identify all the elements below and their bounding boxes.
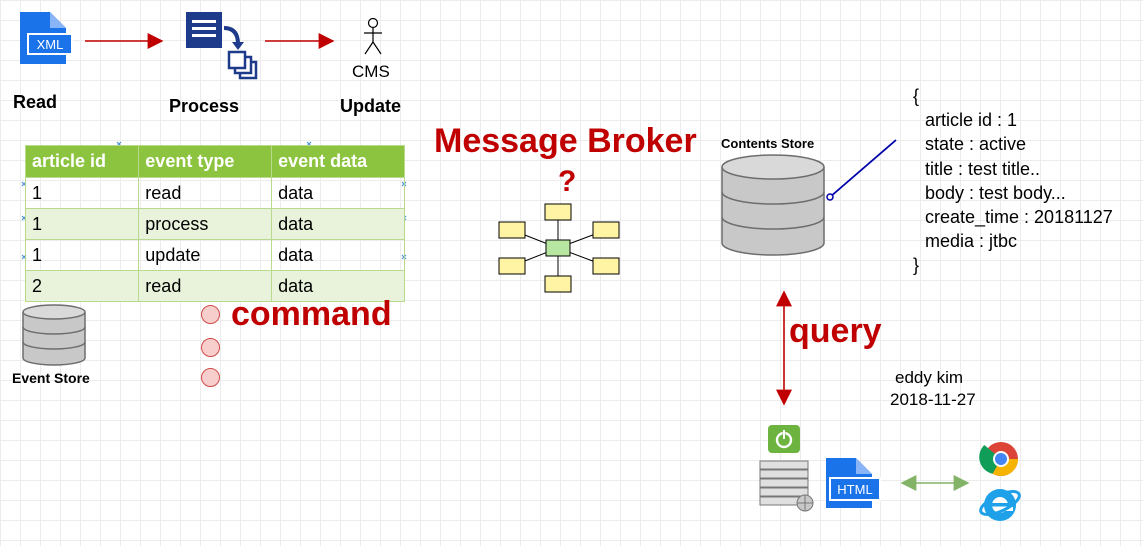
process-icon — [186, 12, 258, 80]
html-icon-text: HTML — [837, 482, 872, 497]
table-cell: data — [271, 208, 405, 240]
table-cell: update — [138, 239, 273, 271]
query-label: query — [789, 312, 882, 350]
event-store-label: Event Store — [12, 370, 90, 386]
event-store-database-icon — [22, 304, 86, 366]
spring-boot-icon — [768, 425, 800, 453]
table-row: 1 process data — [24, 208, 405, 240]
command-circle — [201, 368, 220, 387]
html-file-icon: HTML — [826, 458, 881, 508]
json-line: state : active — [925, 134, 1027, 155]
table-row: 1 update data — [24, 239, 405, 271]
server-icon — [759, 460, 814, 512]
message-broker-network-icon — [498, 203, 620, 293]
table-row: 2 read data — [24, 270, 405, 302]
json-line: create_time : 20181127 — [925, 207, 1113, 228]
table-cell: read — [138, 177, 273, 209]
json-open-brace: { — [913, 86, 920, 106]
author-date: 2018-11-27 — [890, 390, 976, 409]
command-circle — [201, 338, 220, 357]
column-header: article id — [24, 145, 140, 178]
table-cell: data — [271, 177, 405, 209]
table-cell: process — [138, 208, 273, 240]
json-line: media : jtbc — [925, 231, 1018, 252]
json-close-brace: } — [913, 255, 920, 276]
xml-icon-text: XML — [37, 37, 64, 52]
command-circle — [201, 305, 220, 324]
message-broker-question-mark: ? — [558, 165, 577, 198]
json-connector-dot — [826, 193, 834, 201]
table-header-row: article id event type event data — [24, 145, 405, 178]
column-header: event data — [271, 145, 405, 178]
command-label: command — [231, 295, 392, 333]
table-cell: data — [271, 239, 405, 271]
json-line: body : test body... — [925, 182, 1066, 203]
contents-store-label: Contents Store — [721, 136, 815, 151]
xml-file-icon: XML — [20, 12, 73, 64]
internet-explorer-icon — [979, 489, 1021, 521]
update-label: Update — [340, 96, 402, 116]
message-broker-title: Message Broker — [434, 122, 697, 160]
json-connector-line — [829, 139, 897, 198]
article-json-document: { article id : 1 state : active title : … — [913, 84, 1113, 278]
process-label: Process — [169, 96, 240, 116]
table-cell: 1 — [24, 177, 140, 209]
table-cell: 1 — [24, 208, 140, 240]
chrome-browser-icon — [979, 442, 1018, 476]
table-cell: 2 — [24, 270, 140, 302]
cms-label: CMS — [352, 62, 390, 81]
column-header: event type — [138, 145, 273, 178]
json-line: title : test title.. — [925, 158, 1041, 179]
read-label: Read — [13, 92, 58, 112]
table-cell: 1 — [24, 239, 140, 271]
table-row: 1 read data — [24, 177, 405, 209]
table-cell: data — [271, 270, 405, 302]
event-table: article id event type event data 1 read … — [24, 145, 405, 302]
table-cell: read — [138, 270, 273, 302]
cms-actor-icon — [364, 17, 382, 55]
author-name: eddy kim — [895, 368, 964, 387]
contents-store-database-icon — [721, 154, 825, 256]
json-line: article id : 1 — [925, 110, 1018, 131]
